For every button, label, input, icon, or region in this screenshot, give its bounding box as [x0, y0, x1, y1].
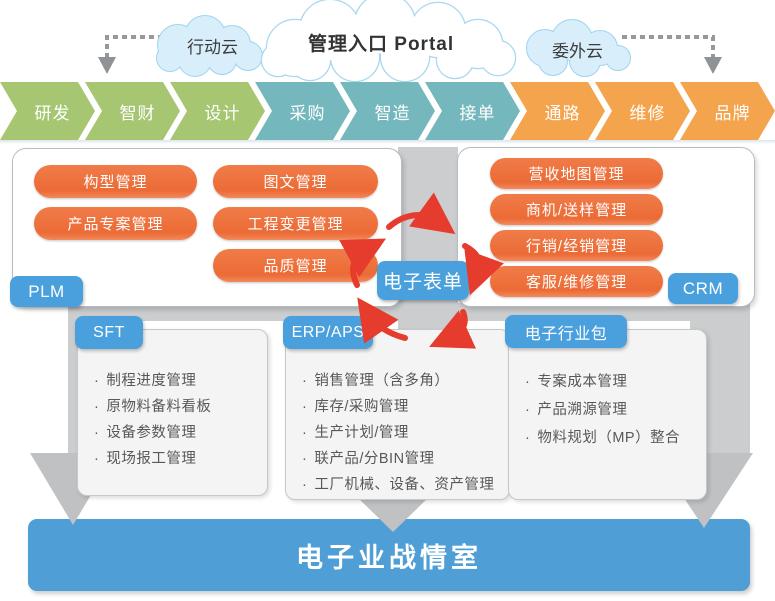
chevron-bar-shadow: [0, 140, 775, 144]
list-item: 设备参数管理: [94, 420, 261, 446]
chevron-label: 设计: [204, 103, 241, 123]
pill-revenue-map-mgmt: 营收地图管理: [490, 158, 663, 189]
list-item: 联产品/分BIN管理: [302, 446, 503, 472]
sft-tab: SFT: [75, 316, 143, 349]
chevron-segment-2: 智财: [85, 82, 180, 140]
list-item: 现场报工管理: [94, 446, 261, 472]
list-item: 制程进度管理: [94, 368, 261, 394]
chevron-label: 采购: [289, 103, 326, 123]
chevron-segment-4: 采购: [255, 82, 350, 140]
outsource-cloud-label: 委外云: [552, 42, 603, 61]
list-item: 生产计划/管理: [302, 420, 503, 446]
chevron-label: 研发: [34, 103, 71, 123]
chevron-segment-8: 维修: [595, 82, 690, 140]
chevron-segment-6: 接单: [425, 82, 520, 140]
dashed-connector-left: [105, 35, 163, 58]
chevron-segment-1: 研发: [0, 82, 95, 140]
pill-marketing-distribution-mgmt: 行销/经销管理: [490, 230, 663, 261]
list-item: 库存/采购管理: [302, 394, 503, 420]
list-item: 销售管理（含多角）: [302, 368, 503, 394]
list-item: 原物料备料看板: [94, 394, 261, 420]
dashed-connector-right: [622, 35, 715, 58]
crm-box: 营收地图管理 商机/送样管理 行销/经销管理 客服/维修管理: [457, 147, 755, 307]
war-room-label: 电子业战情室: [296, 542, 482, 573]
chevron-segment-7: 通路: [510, 82, 605, 140]
pill-service-repair-mgmt: 客服/维修管理: [490, 266, 663, 297]
chevron-label: 接单: [459, 103, 496, 123]
chevron-label: 品牌: [714, 103, 751, 123]
dashed-arrowhead-left: [98, 57, 116, 74]
chevron-label: 智财: [119, 103, 156, 123]
e-industry-pack-tab: 电子行业包: [505, 315, 627, 348]
mobile-cloud-label: 行动云: [187, 38, 238, 57]
list-item: 物料规划（MP）整合: [525, 424, 700, 452]
sft-card: 制程进度管理 原物料备料看板 设备参数管理 现场报工管理: [77, 329, 268, 496]
process-chevron-bar: 研发 智财 设计 采购 智造 接单 通路 维修 品牌: [0, 82, 775, 140]
list-item: 工厂机械、设备、资产管理: [302, 472, 503, 498]
e-industry-pack-card: 专案成本管理 产品溯源管理 物料规划（MP）整合: [508, 329, 707, 500]
pill-config-mgmt: 构型管理: [34, 165, 197, 198]
erp-aps-tab: ERP/APS: [283, 316, 373, 349]
chevron-segment-5: 智造: [340, 82, 435, 140]
chevron-segment-9: 品牌: [680, 82, 775, 140]
chevron-segment-3: 设计: [170, 82, 265, 140]
chevron-label: 通路: [544, 103, 581, 123]
erp-aps-card: 销售管理（含多角） 库存/采购管理 生产计划/管理 联产品/分BIN管理 工厂机…: [285, 329, 510, 500]
list-item: 专案成本管理: [525, 368, 700, 396]
chevron-label: 智造: [374, 103, 411, 123]
portal-cloud-label: 管理入口 Portal: [308, 34, 455, 55]
plm-tab: PLM: [10, 276, 83, 307]
pill-quality-mgmt: 品质管理: [213, 249, 378, 282]
e-form-box: 电子表单: [377, 261, 469, 300]
pill-eng-change-mgmt: 工程变更管理: [213, 207, 378, 240]
pill-opportunity-sample-mgmt: 商机/送样管理: [490, 194, 663, 225]
chevron-label: 维修: [629, 103, 666, 123]
list-item: 产品溯源管理: [525, 396, 700, 424]
pill-doc-mgmt: 图文管理: [213, 165, 378, 198]
war-room-bar: 电子业战情室: [28, 519, 750, 591]
dashed-arrowhead-right: [704, 57, 722, 74]
pill-product-project-mgmt: 产品专案管理: [34, 207, 197, 240]
crm-tab: CRM: [668, 273, 738, 304]
